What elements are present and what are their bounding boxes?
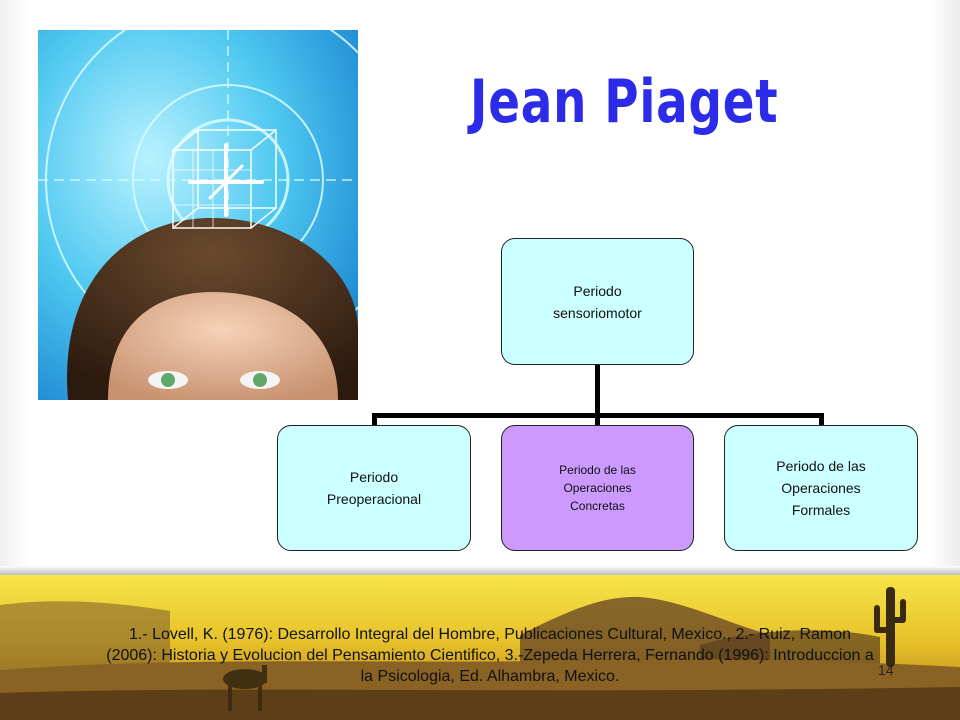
org-node-label: Periodo de las Operaciones Formales	[776, 458, 866, 518]
page-title: Jean Piaget	[470, 67, 779, 137]
org-node-label: Periodo de las Operaciones Concretas	[559, 463, 636, 513]
org-node-label: Periodo Preoperacional	[326, 469, 422, 507]
slide-number: 14	[878, 662, 894, 678]
connector-right-down	[819, 413, 824, 427]
org-node-operaciones-concretas: Periodo de las Operaciones Concretas	[501, 425, 694, 551]
piaget-illustration-image	[38, 30, 358, 400]
org-node-sensoriomotor: Periodo sensoriomotor	[501, 238, 694, 365]
references-text: 1.- Lovell, K. (1976): Desarrollo Integr…	[106, 626, 874, 685]
connector-left-down	[372, 413, 377, 427]
desert-landscape-image	[0, 575, 960, 720]
connector-center-down	[595, 413, 600, 427]
connector-root-down	[595, 364, 600, 416]
org-node-operaciones-formales: Periodo de las Operaciones Formales	[724, 425, 918, 551]
org-node-preoperacional: Periodo Preoperacional	[277, 425, 471, 551]
org-node-label: Periodo sensoriomotor	[553, 282, 642, 321]
